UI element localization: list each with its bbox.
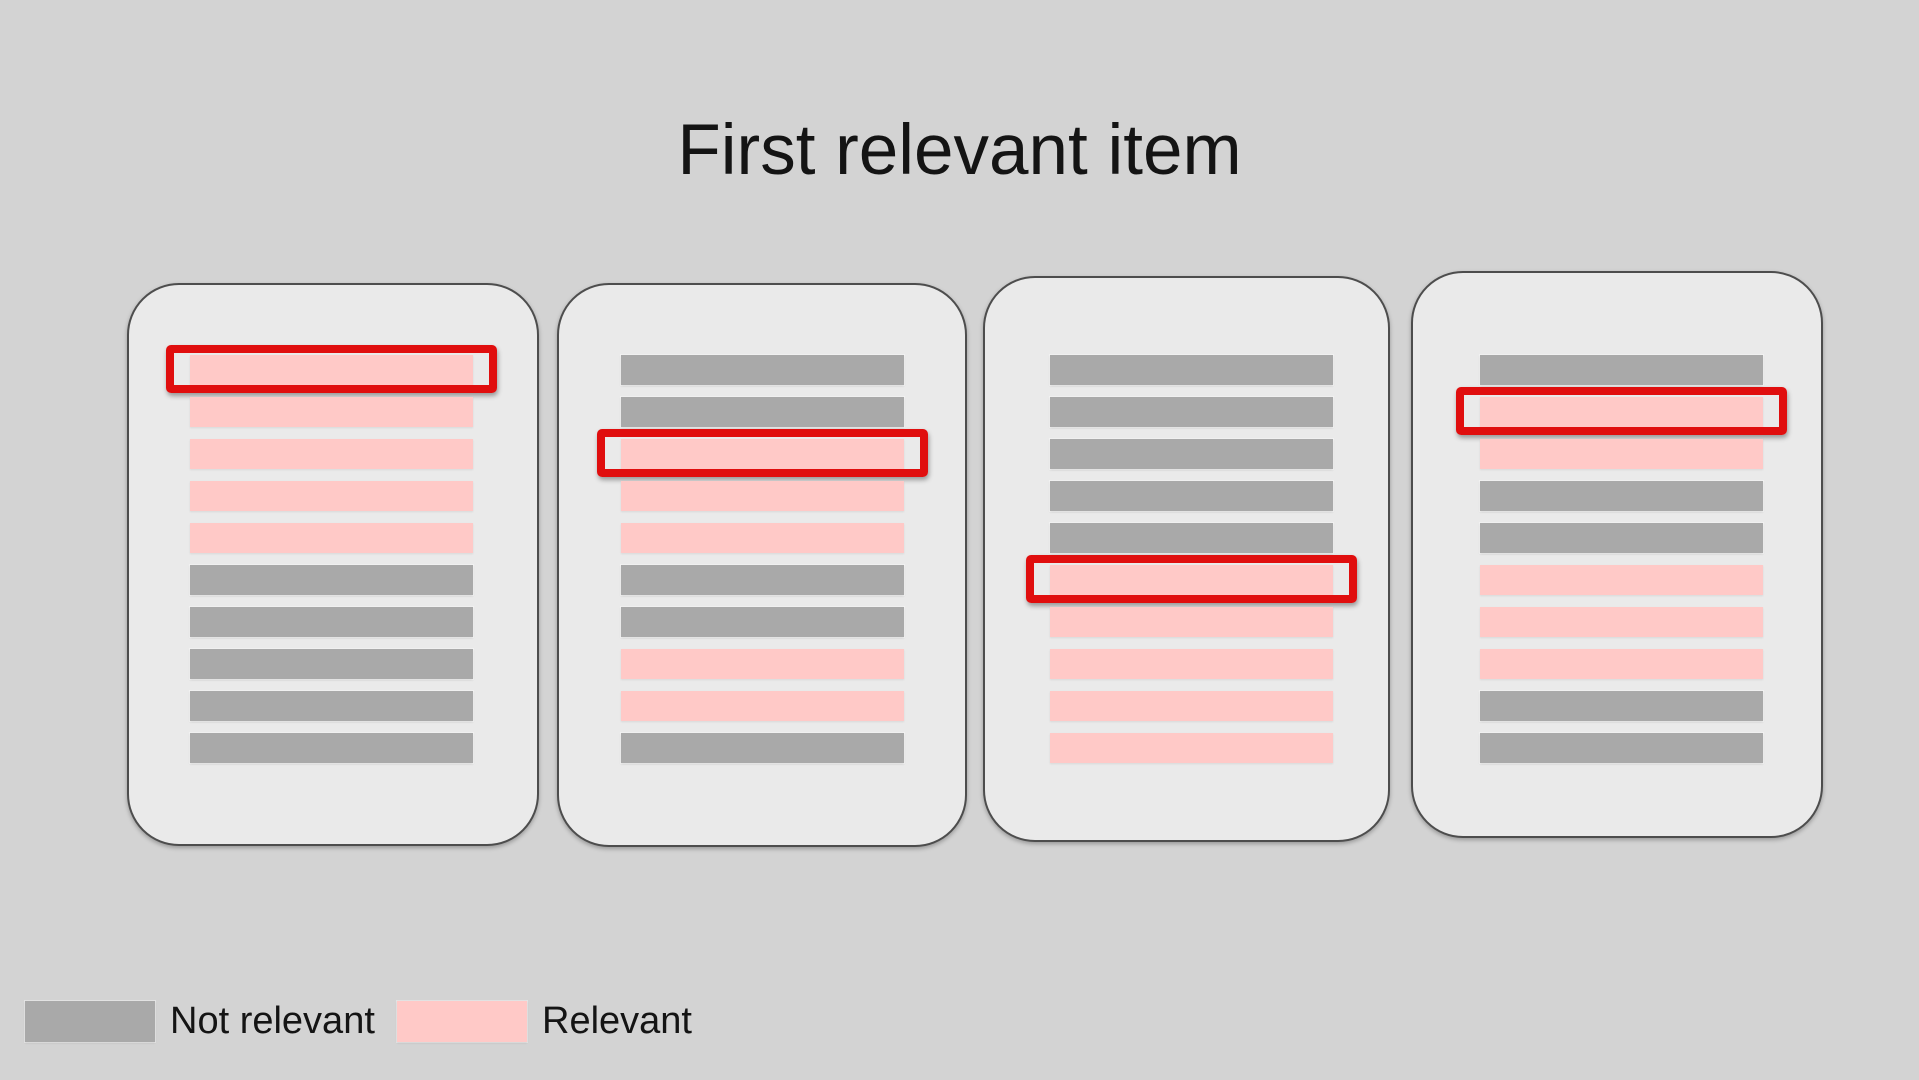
bar-stack bbox=[1026, 355, 1357, 763]
relevant-line-bar bbox=[621, 523, 904, 553]
legend-label-not-relevant: Not relevant bbox=[170, 1000, 375, 1042]
not-relevant-line-bar bbox=[1050, 355, 1333, 385]
relevant-line-bar bbox=[1456, 387, 1787, 435]
bar-stack bbox=[1456, 355, 1787, 763]
relevant-line-bar bbox=[1050, 733, 1333, 763]
first-relevant-highlight-box bbox=[166, 345, 497, 393]
not-relevant-line-bar bbox=[1050, 397, 1333, 427]
relevant-line-bar bbox=[190, 523, 473, 553]
not-relevant-line-bar bbox=[1050, 439, 1333, 469]
legend-swatch-relevant bbox=[397, 1001, 527, 1042]
relevant-line-bar bbox=[621, 649, 904, 679]
relevant-line-bar bbox=[621, 691, 904, 721]
not-relevant-line-bar bbox=[1050, 481, 1333, 511]
relevant-line-bar bbox=[1480, 649, 1763, 679]
relevant-line-bar bbox=[1050, 607, 1333, 637]
not-relevant-line-bar bbox=[621, 607, 904, 637]
first-relevant-highlight-box bbox=[1456, 387, 1787, 435]
first-relevant-highlight-box bbox=[597, 429, 928, 477]
not-relevant-line-bar bbox=[1480, 523, 1763, 553]
bar-stack bbox=[597, 355, 928, 763]
legend-item-not-relevant: Not relevant bbox=[25, 1000, 375, 1042]
not-relevant-line-bar bbox=[621, 397, 904, 427]
legend-label-relevant: Relevant bbox=[542, 1000, 692, 1042]
not-relevant-line-bar bbox=[1480, 691, 1763, 721]
not-relevant-line-bar bbox=[621, 733, 904, 763]
not-relevant-line-bar bbox=[1480, 355, 1763, 385]
relevant-line-bar bbox=[1026, 555, 1357, 603]
relevant-line-bar bbox=[190, 397, 473, 427]
document-card bbox=[557, 283, 967, 847]
bar-stack bbox=[166, 345, 497, 763]
legend-swatch-not-relevant bbox=[25, 1001, 155, 1042]
not-relevant-line-bar bbox=[190, 649, 473, 679]
document-card bbox=[127, 283, 539, 846]
relevant-line-bar bbox=[166, 345, 497, 393]
not-relevant-line-bar bbox=[1480, 733, 1763, 763]
page-title: First relevant item bbox=[677, 111, 1242, 190]
legend-item-relevant: Relevant bbox=[397, 1000, 692, 1042]
relevant-line-bar bbox=[597, 429, 928, 477]
relevant-line-bar bbox=[190, 439, 473, 469]
not-relevant-line-bar bbox=[621, 565, 904, 595]
relevant-line-bar bbox=[1480, 565, 1763, 595]
relevant-line-bar bbox=[621, 481, 904, 511]
relevant-line-bar bbox=[1480, 439, 1763, 469]
document-card bbox=[983, 276, 1390, 842]
not-relevant-line-bar bbox=[621, 355, 904, 385]
not-relevant-line-bar bbox=[190, 691, 473, 721]
relevant-line-bar bbox=[1480, 607, 1763, 637]
not-relevant-line-bar bbox=[190, 565, 473, 595]
not-relevant-line-bar bbox=[190, 733, 473, 763]
not-relevant-line-bar bbox=[190, 607, 473, 637]
not-relevant-line-bar bbox=[1480, 481, 1763, 511]
relevant-line-bar bbox=[190, 481, 473, 511]
document-card bbox=[1411, 271, 1823, 838]
relevant-line-bar bbox=[1050, 649, 1333, 679]
not-relevant-line-bar bbox=[1050, 523, 1333, 553]
first-relevant-highlight-box bbox=[1026, 555, 1357, 603]
relevant-line-bar bbox=[1050, 691, 1333, 721]
